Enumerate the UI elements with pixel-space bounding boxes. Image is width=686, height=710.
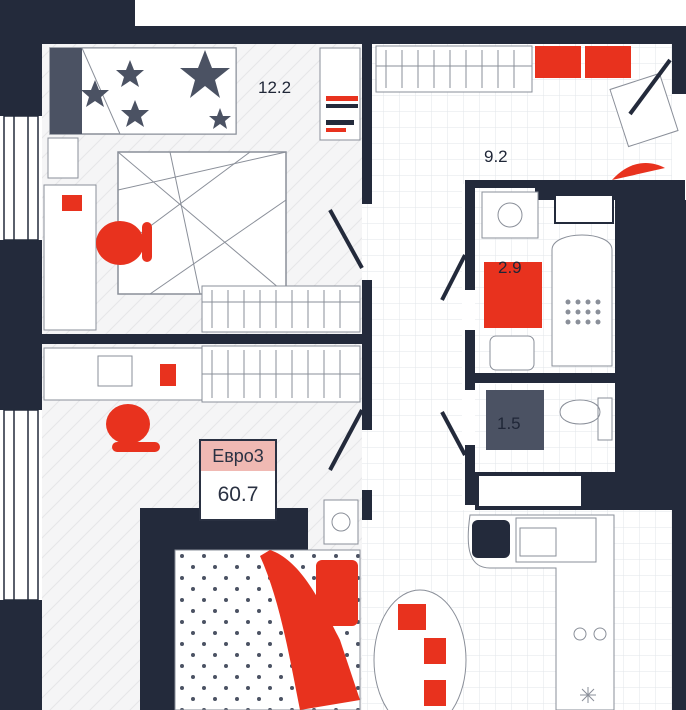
fridge-icon: [472, 520, 510, 558]
bed-top: [49, 47, 237, 135]
bookshelf: [319, 47, 361, 141]
room-area-toilet: 1.5: [497, 414, 521, 433]
chair-living: [106, 404, 160, 452]
toilet-mat: [486, 390, 544, 450]
bath-mat: [484, 262, 542, 328]
room-area-hall: 9.2: [484, 147, 508, 166]
washer-drum: [497, 202, 523, 228]
desk-item-2: [160, 364, 176, 386]
ottoman-2: [585, 46, 631, 78]
wardrobe-bedroom: [201, 285, 361, 333]
shoe-mat: [609, 72, 679, 148]
wardrobe-living: [201, 345, 361, 403]
wardrobe-hall: [375, 45, 533, 93]
snowflake-icon: [580, 687, 596, 703]
umbrella: [612, 163, 665, 180]
toilet: [559, 397, 613, 441]
nightstand-living: [323, 499, 359, 545]
nightstand: [47, 137, 79, 179]
bathtub: [551, 234, 613, 367]
apartment-total-area: 60.7: [217, 483, 259, 506]
kitchen-counter: [467, 514, 615, 710]
room-area-bedroom: 12.2: [258, 78, 292, 97]
stove-burner-1: [573, 627, 587, 641]
desk-item: [62, 195, 82, 211]
bed-living: [174, 549, 361, 710]
lamp: [331, 512, 351, 532]
ottoman-1: [535, 46, 581, 78]
doors: [328, 58, 672, 471]
chair-bedroom: [96, 221, 152, 265]
room-area-bathroom: 2.9: [498, 258, 522, 277]
apartment-type-label: Евро3: [201, 441, 275, 471]
washbasin: [489, 335, 535, 371]
laptop: [97, 355, 133, 387]
dining-table: [373, 589, 467, 710]
apartment-type-badge: Евро3 60.7: [199, 439, 277, 521]
washer: [481, 191, 539, 239]
shaft-small: [554, 194, 614, 224]
bookshelf-items: [326, 96, 358, 132]
sink-bowl: [519, 527, 557, 557]
drain-dots: [565, 299, 601, 325]
stove-burner-2: [593, 627, 607, 641]
rug-lines: [117, 151, 287, 295]
shaft: [477, 474, 583, 508]
windows: [3, 115, 39, 601]
